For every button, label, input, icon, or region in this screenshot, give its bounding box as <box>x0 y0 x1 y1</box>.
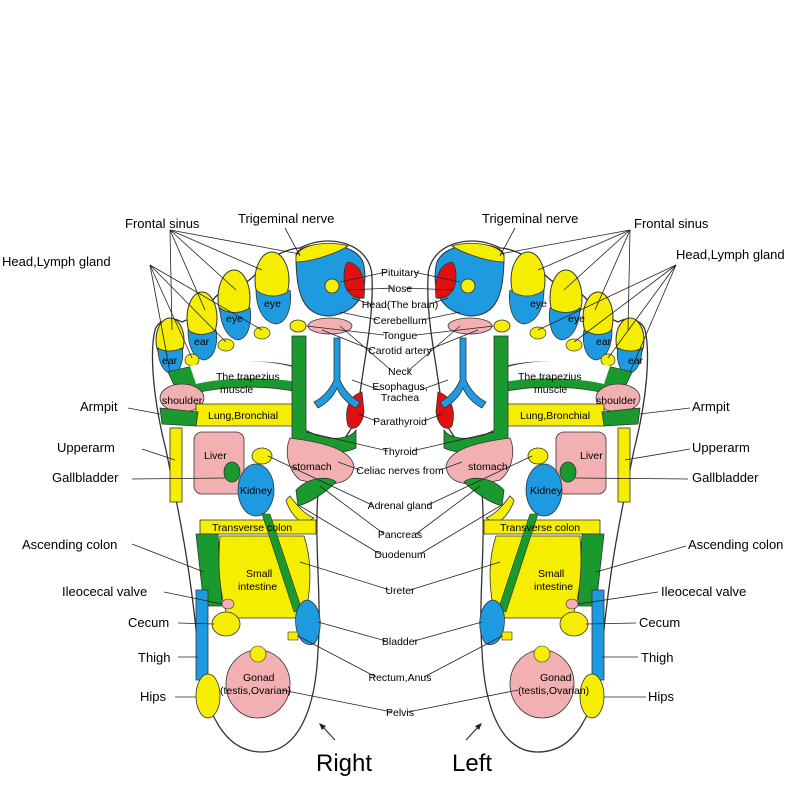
label-parathyroid: Parathyroid <box>373 416 427 428</box>
label-ascending-colon-left: Ascending colon <box>22 537 117 552</box>
zone-lung-left: Lung,Bronchial <box>520 410 590 422</box>
foot-pointer-arrows <box>319 723 482 741</box>
zone-gonad-left: Gonad <box>540 672 572 684</box>
zone-eye-c: eye <box>530 298 547 310</box>
zone-trapezius-left: The trapezius <box>518 371 582 383</box>
zone-ear-d: ear <box>628 355 644 367</box>
label-hips-right: Hips <box>648 689 675 704</box>
zone-lung: Lung,Bronchial <box>208 410 278 422</box>
label-armpit-left: Armpit <box>80 399 118 414</box>
label-upperarm-left: Upperarm <box>57 440 115 455</box>
zone-ear-a: ear <box>194 336 210 348</box>
label-adrenal-gland: Adrenal gland <box>368 500 433 512</box>
label-frontal-sinus-left: Frontal sinus <box>125 216 200 231</box>
label-armpit-right: Armpit <box>692 399 730 414</box>
label-neck: Neck <box>388 366 413 378</box>
zone-gonad-left-2: (testis,Ovarian) <box>518 685 589 697</box>
zone-transverse-colon-left: Transverse colon <box>500 522 580 534</box>
zone-eye-d: eye <box>568 313 585 325</box>
zone-liver-left: Liver <box>580 450 603 462</box>
label-duodenum: Duodenum <box>374 549 426 561</box>
label-frontal-sinus-right: Frontal sinus <box>634 216 709 231</box>
label-head-brain: Head(The brain) <box>362 299 438 311</box>
label-nose: Nose <box>388 283 413 295</box>
label-trigeminal-nerve-left: Trigeminal nerve <box>238 211 334 226</box>
label-bladder: Bladder <box>382 636 419 648</box>
left-foot-label: Left <box>452 750 492 777</box>
label-cerebellum: Cerebellum <box>373 315 427 327</box>
zone-gonad: Gonad <box>243 672 275 684</box>
right-foot-label: Right <box>316 750 372 777</box>
zone-small-intestine-left-2: intestine <box>534 581 573 593</box>
leader-lines-right <box>499 227 691 698</box>
zone-eye-a: eye <box>264 298 281 310</box>
label-ileocecal-valve-left: Ileocecal valve <box>62 584 147 599</box>
zone-trapezius: The trapezius <box>216 371 280 383</box>
label-thyroid: Thyroid <box>382 446 417 458</box>
leader-lines-left <box>127 227 301 698</box>
zone-kidney: Kidney <box>240 485 273 497</box>
label-hips-left: Hips <box>140 689 167 704</box>
label-thigh-left: Thigh <box>138 650 171 665</box>
zone-kidney-left: Kidney <box>530 485 563 497</box>
label-thigh-right: Thigh <box>641 650 674 665</box>
label-ascending-colon-right: Ascending colon <box>688 537 783 552</box>
zone-trapezius-2: muscle <box>220 384 253 396</box>
leader-lines-center <box>267 271 533 713</box>
label-tongue: Tongue <box>383 330 418 342</box>
label-ileocecal-valve-right: Ileocecal valve <box>661 584 746 599</box>
label-head-lymph-gland-left: Head,Lymph gland <box>2 254 111 269</box>
center-labels: Pituitary Nose Head(The brain) Cerebellu… <box>356 267 444 719</box>
label-cecum-right: Cecum <box>639 615 680 630</box>
label-gallbladder-left: Gallbladder <box>52 470 119 485</box>
zone-shoulder: shoulder <box>162 395 203 407</box>
zone-labels-left-foot: eye eye ear ear The trapezius muscle sho… <box>468 298 644 697</box>
zone-stomach: stomach <box>292 461 332 473</box>
zone-liver: Liver <box>204 450 227 462</box>
zone-eye-b: eye <box>226 313 243 325</box>
label-pelvis: Pelvis <box>386 707 414 719</box>
label-pancreas: Pancreas <box>378 529 422 541</box>
zone-ear-c: ear <box>596 336 612 348</box>
zone-stomach-left: stomach <box>468 461 508 473</box>
zone-ear-b: ear <box>162 355 178 367</box>
zone-transverse-colon: Transverse colon <box>212 522 292 534</box>
zone-small-intestine: Small <box>246 568 272 580</box>
label-pituitary: Pituitary <box>381 267 420 279</box>
zone-shoulder-left: shoulder <box>596 395 637 407</box>
zone-labels-right-foot: eye eye ear ear The trapezius muscle sho… <box>162 298 332 697</box>
zone-small-intestine-2: intestine <box>238 581 277 593</box>
label-head-lymph-gland-right: Head,Lymph gland <box>676 247 785 262</box>
zone-trapezius-left-2: muscle <box>534 384 567 396</box>
zone-small-intestine-left: Small <box>538 568 564 580</box>
label-carotid-artery: Carotid artery <box>368 345 432 357</box>
label-gallbladder-right: Gallbladder <box>692 470 759 485</box>
zone-gonad-2: (testis,Ovarian) <box>220 685 291 697</box>
label-trigeminal-nerve-right: Trigeminal nerve <box>482 211 578 226</box>
label-rectum-anus: Rectum,Anus <box>368 672 431 684</box>
label-trachea: Trachea <box>381 392 419 404</box>
label-celiac-nerves: Celiac nerves from <box>356 465 444 477</box>
label-esophagus: Esophagus, <box>372 381 427 393</box>
label-upperarm-right: Upperarm <box>692 440 750 455</box>
label-cecum-left: Cecum <box>128 615 169 630</box>
label-ureter: Ureter <box>385 585 415 597</box>
